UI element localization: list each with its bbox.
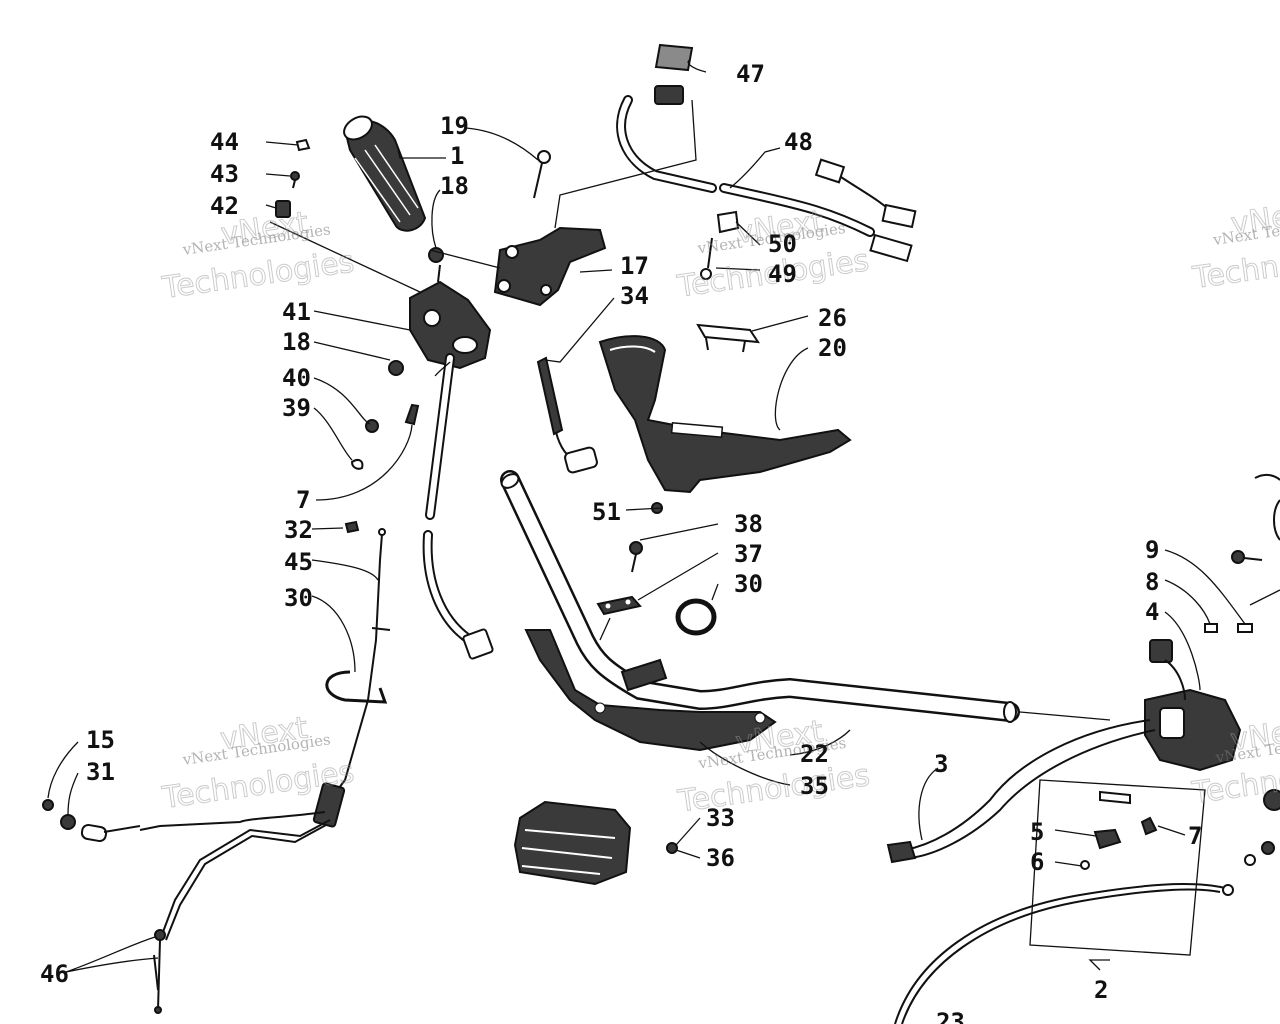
callout-42: 42 (210, 192, 239, 220)
callout-5: 5 (1030, 818, 1044, 846)
callout-31: 31 (86, 758, 115, 786)
callout-23: 23 (936, 1008, 965, 1024)
callout-2: 2 (1094, 976, 1108, 1004)
mount-plate-part-2 (1029, 779, 1206, 956)
clip-part-50 (700, 210, 740, 280)
bolt-clamp-parts-37-38 (596, 541, 643, 616)
callout-17: 17 (620, 252, 649, 280)
callout-33: 33 (706, 804, 735, 832)
watermark-top-right: vNext Technologies vNext Technologies (1190, 195, 1280, 297)
callout-20: 20 (818, 334, 847, 362)
watermark-top-left: vNext Technologies vNext Technologies (159, 205, 357, 307)
leader-lines (47, 59, 1280, 973)
callout-38: 38 (734, 510, 763, 538)
callout-18-top: 18 (440, 172, 469, 200)
svg-text:vNext: vNext (1228, 711, 1280, 758)
callout-18-mid: 18 (282, 328, 311, 356)
riser-bracket-part-35 (524, 629, 777, 752)
pin-part-19 (533, 150, 551, 199)
callout-6: 6 (1030, 848, 1044, 876)
callout-36: 36 (706, 844, 735, 872)
decal-part-47 (654, 43, 694, 72)
lower-cable (894, 883, 1234, 1024)
callout-48: 48 (784, 128, 813, 156)
callout-30-mid: 30 (734, 570, 763, 598)
callout-46: 46 (40, 960, 69, 988)
callout-26: 26 (818, 304, 847, 332)
switch-part-34 (536, 356, 598, 474)
callout-9: 9 (1145, 536, 1159, 564)
callout-7-left: 7 (296, 486, 310, 514)
svg-text:vNext: vNext (1229, 195, 1280, 242)
callout-4: 4 (1145, 598, 1159, 626)
callout-40: 40 (282, 364, 311, 392)
clamp-ring-part-30 (675, 598, 717, 636)
clips-parts-5-6-7-8-9 (1080, 550, 1263, 870)
cushion-block-part-36 (513, 800, 678, 886)
callout-labels: 47 48 50 49 1 18 19 17 44 43 42 34 26 20… (40, 60, 1202, 1024)
bracket-part-26 (696, 323, 760, 353)
handlebar-grip-part-1 (343, 115, 427, 232)
callout-7-right: 7 (1188, 822, 1202, 850)
throttle-cable (422, 353, 494, 660)
callout-22: 22 (800, 740, 829, 768)
brake-cable-part-45 (329, 520, 391, 801)
callout-51: 51 (592, 498, 621, 526)
callout-47: 47 (736, 60, 765, 88)
bracket-part-17 (493, 226, 607, 307)
callout-19: 19 (440, 112, 469, 140)
callout-45: 45 (284, 548, 313, 576)
edge-parts-right (1244, 473, 1280, 866)
washers-parts-39-40 (350, 403, 420, 470)
callout-34: 34 (620, 282, 649, 310)
callout-43: 43 (210, 160, 239, 188)
throttle-housing-part-41 (409, 264, 492, 370)
wire-lead-part-3 (886, 719, 1156, 864)
end-fittings-parts-15-31 (42, 799, 141, 843)
clamp-part-30-lower (325, 670, 388, 704)
small-fasteners (275, 138, 311, 218)
callout-1: 1 (450, 142, 464, 170)
callout-15: 15 (86, 726, 115, 754)
cable-assembly-part-46 (139, 782, 346, 1014)
callout-35: 35 (800, 772, 829, 800)
handlebar-part-22 (500, 470, 1020, 723)
handlebar-pad-part-20 (598, 335, 852, 514)
callout-44: 44 (210, 128, 239, 156)
callout-3: 3 (934, 750, 948, 778)
callout-8: 8 (1145, 568, 1159, 596)
callout-49: 49 (768, 260, 797, 288)
switch-housing-part-4 (1144, 639, 1242, 772)
callout-41: 41 (282, 298, 311, 326)
callout-30-left: 30 (284, 584, 313, 612)
callout-37: 37 (734, 540, 763, 568)
wiring-harness-part-48 (616, 85, 917, 263)
callout-50: 50 (768, 230, 797, 258)
callout-39: 39 (282, 394, 311, 422)
callout-32: 32 (284, 516, 313, 544)
